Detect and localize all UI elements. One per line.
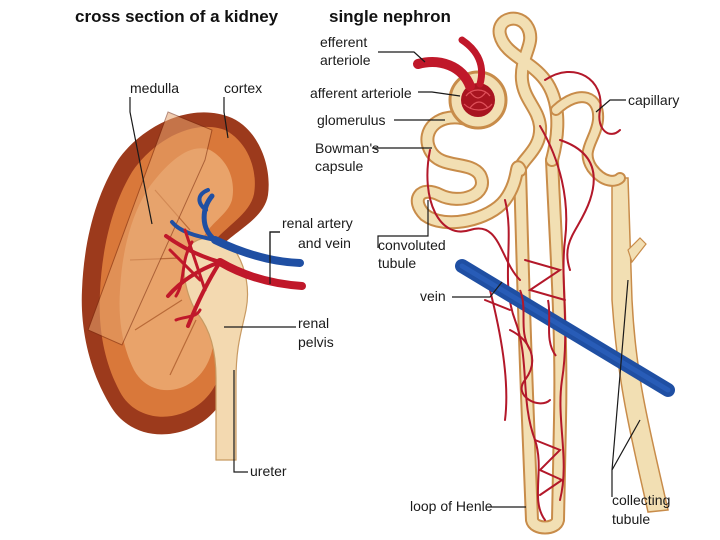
label-and-vein: and vein <box>298 235 351 251</box>
label-glomerulus: glomerulus <box>317 112 385 128</box>
label-capillary: capillary <box>628 92 679 108</box>
title-nephron: single nephron <box>329 7 451 26</box>
kidney-illustration <box>82 112 302 460</box>
label-collecting-tubule: tubule <box>612 511 650 527</box>
label-cortex: cortex <box>224 80 262 96</box>
label-renal-artery: renal artery <box>282 215 353 231</box>
collecting-tubule <box>612 178 668 512</box>
label-collecting: collecting <box>612 492 670 508</box>
label-pelvis: pelvis <box>298 334 334 350</box>
label-afferent-arteriole: afferent arteriole <box>310 85 412 101</box>
label-ureter: ureter <box>250 463 287 479</box>
label-efferent-arteriole: arteriole <box>320 52 371 68</box>
title-kidney: cross section of a kidney <box>75 7 279 26</box>
label-bowmans: Bowman's <box>315 140 379 156</box>
label-loop-of-henle: loop of Henle <box>410 498 493 514</box>
label-capsule: capsule <box>315 158 363 174</box>
label-convoluted: convoluted <box>378 237 446 253</box>
label-renal: renal <box>298 315 329 331</box>
label-efferent: efferent <box>320 34 367 50</box>
label-medulla: medulla <box>130 80 179 96</box>
label-vein: vein <box>420 288 446 304</box>
label-tubule: tubule <box>378 255 416 271</box>
